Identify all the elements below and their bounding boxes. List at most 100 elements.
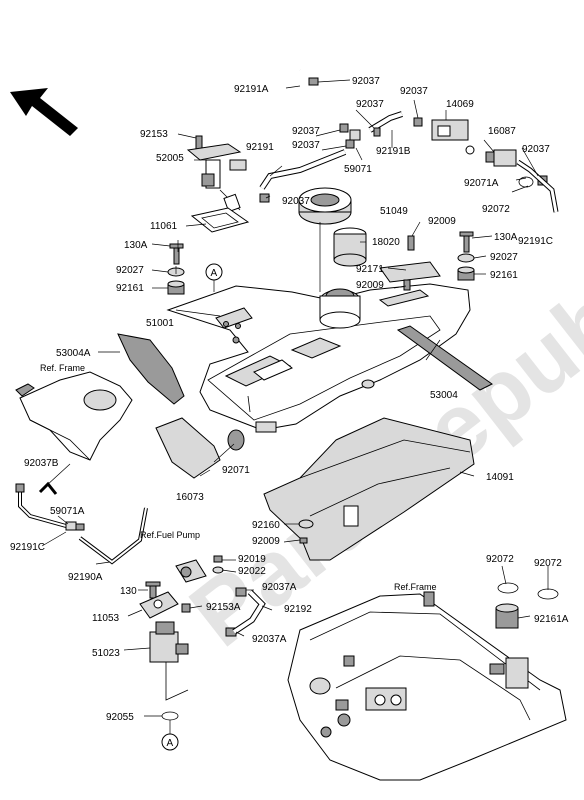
collar-92027-right: [457, 253, 475, 263]
clip-92037A: [225, 587, 247, 637]
marker-a-top: A: [205, 263, 223, 281]
fuel-pump-bracket: [175, 559, 207, 583]
part-label-92019: 92019: [238, 554, 266, 565]
pad-53004: [396, 325, 493, 391]
part-label-92027-left: 92027: [116, 265, 144, 276]
part-label-92037-d: 92037: [292, 126, 320, 137]
ref-frame-bottom-label: Ref.Frame: [394, 582, 437, 592]
damper-92160: [298, 519, 314, 529]
ref-frame-left: [15, 371, 133, 461]
part-label-92009-b: 92009: [356, 280, 384, 291]
part-label-92153: 92153: [140, 129, 168, 140]
part-label-59071A: 59071A: [50, 506, 85, 517]
part-label-92171: 92171: [356, 264, 384, 275]
part-label-92161A: 92161A: [534, 614, 569, 625]
cover-16073: [155, 417, 221, 479]
part-label-130: 130: [120, 586, 137, 597]
tank-cap-51049: [298, 187, 352, 225]
marker-a-bottom: A: [161, 733, 179, 751]
part-label-92009-c: 92009: [252, 536, 280, 547]
part-label-130A-right: 130A: [494, 232, 518, 243]
part-label-92037A-a: 92037A: [262, 582, 297, 593]
part-label-11053: 11053: [92, 613, 120, 624]
bolt-130: [145, 581, 161, 599]
part-label-11061: 11061: [150, 221, 178, 232]
part-label-18020: 18020: [372, 237, 400, 248]
part-label-51023: 51023: [92, 648, 120, 659]
part-label-92037B: 92037B: [24, 458, 59, 469]
part-label-92153A: 92153A: [206, 602, 241, 613]
clip-92037-92191: [259, 193, 270, 203]
breather-hose-92191B: [368, 111, 403, 133]
leader-lines: [41, 79, 549, 734]
fuel-gauge-52005: [186, 143, 247, 213]
cover-14091: [263, 417, 475, 561]
part-label-16087: 16087: [488, 126, 516, 137]
clamp-92072-b1: [497, 582, 519, 594]
clamp-92072-top: [518, 176, 534, 188]
damper-92161-left: [167, 280, 185, 295]
part-label-92190A: 92190A: [68, 572, 103, 583]
part-label-14069: 14069: [446, 99, 474, 110]
part-label-92037A-b: 92037A: [252, 634, 287, 645]
bolt-130A-right: [459, 231, 474, 253]
hose-92191: [259, 149, 347, 190]
part-label-92037-e: 92037: [292, 140, 320, 151]
part-label-92161-right: 92161: [490, 270, 518, 281]
part-label-92072-top: 92072: [482, 204, 510, 215]
ref-frame-left-label: Ref. Frame: [40, 363, 85, 373]
damper-92161-right: [457, 266, 475, 281]
part-label-92027-right: 92027: [490, 252, 518, 263]
part-label-92191B: 92191B: [376, 146, 411, 157]
fitting-59071A: [65, 521, 85, 531]
ref-frame-bottom: [287, 591, 567, 781]
fitting-92037B: [38, 481, 58, 495]
washer-92055: [161, 711, 179, 721]
washer-92022: [212, 566, 224, 574]
part-label-59071: 59071: [344, 164, 372, 175]
bracket-11053: [139, 591, 179, 619]
part-label-92071: 92071: [222, 465, 250, 476]
part-label-92037-g: 92037: [282, 196, 310, 207]
part-label-53004A: 53004A: [56, 348, 91, 359]
part-label-92055: 92055: [106, 712, 134, 723]
valve-14069: [431, 119, 475, 155]
bolt-130A-left: [169, 243, 184, 265]
fuel-tank-51001: [166, 283, 471, 431]
clip-92037-top: [308, 77, 319, 86]
part-label-92037-f: 92037: [522, 144, 550, 155]
part-label-51001: 51001: [146, 318, 174, 329]
part-label-92191A: 92191A: [234, 84, 269, 95]
bracket-92171: [378, 235, 441, 307]
hose-92192: [232, 589, 266, 635]
clamp-92153A: [181, 603, 191, 613]
ref-fuel-pump-label: Ref.Fuel Pump: [140, 530, 200, 540]
part-label-92161-left: 92161: [116, 283, 144, 294]
gasket-11061: [190, 207, 250, 233]
strainer-18020: [333, 227, 367, 267]
hose-92191C-left: [15, 483, 67, 528]
marker-a-top-label: A: [211, 268, 218, 279]
part-label-51049: 51049: [380, 206, 408, 217]
screw-92019: [213, 555, 223, 563]
part-label-92191: 92191: [246, 142, 274, 153]
part-label-92072-b2: 92072: [534, 558, 562, 569]
pad-53004A: [117, 333, 185, 405]
marker-a-bottom-label: A: [167, 738, 174, 749]
filter-16087: [485, 149, 517, 167]
front-direction-arrow-icon: [10, 88, 78, 136]
part-label-92022: 92022: [238, 566, 266, 577]
part-label-52005: 52005: [156, 153, 184, 164]
part-label-92037-a: 92037: [352, 76, 380, 87]
part-label-53004: 53004: [430, 390, 458, 401]
fuel-pump-51023: [149, 621, 189, 701]
bolt-92009-lower: [299, 537, 308, 544]
part-label-92160: 92160: [252, 520, 280, 531]
breather-hose-92191A: [298, 62, 341, 130]
hose-92191C-right: [516, 159, 559, 213]
part-label-92072-b1: 92072: [486, 554, 514, 565]
part-label-92037-c: 92037: [400, 86, 428, 97]
part-label-92192: 92192: [284, 604, 312, 615]
